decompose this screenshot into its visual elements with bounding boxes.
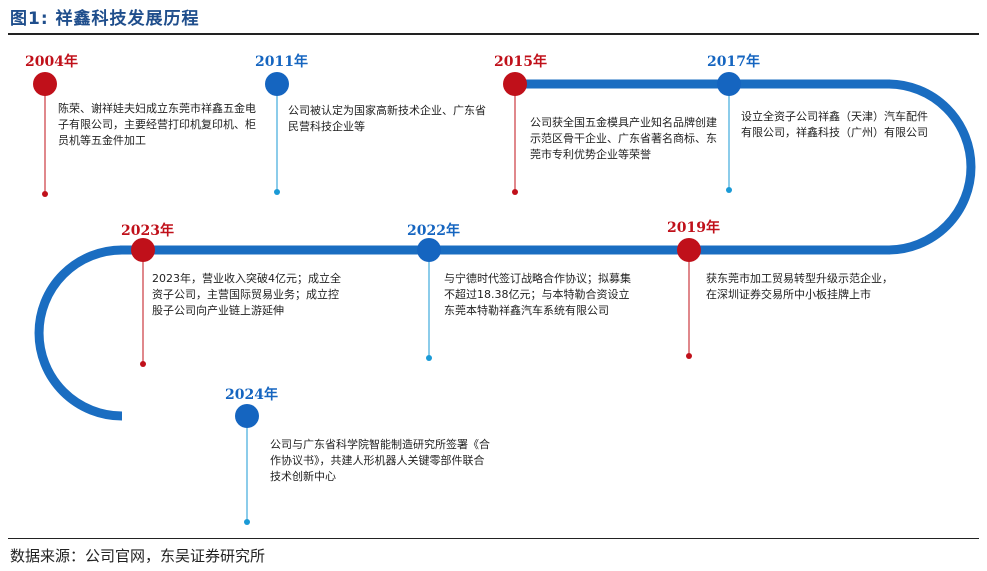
year-label-2017: 2017年 — [707, 54, 760, 70]
milestone-text-2022: 与宁德时代签订战略合作协议；拟募集不超过18.38亿元；与本特勒合资设立东莞本特… — [444, 272, 631, 317]
milestone-text-2023: 2023年，营业收入突破4亿元；成立全资子公司，主营国际贸易业务；成立控股子公司… — [152, 272, 341, 317]
top-rule — [8, 33, 979, 35]
bottom-rule — [8, 538, 979, 539]
milestone-text-2017: 设立全资子公司祥鑫（天津）汽车配件有限公司，祥鑫科技（广州）有限公司 — [741, 110, 928, 139]
milestone-text-2004: 陈荣、谢祥娃夫妇成立东莞市祥鑫五金电子有限公司，主要经营打印机复印机、柜员机等五… — [58, 102, 256, 147]
markers — [33, 72, 741, 428]
connectors — [42, 92, 732, 525]
milestone-text-2011: 公司被认定为国家高新技术企业、广东省民营科技企业等 — [288, 104, 486, 133]
year-label-2019: 2019年 — [667, 220, 720, 236]
figure-title: 图1: 祥鑫科技发展历程 — [10, 9, 200, 29]
marker-2015 — [503, 72, 527, 96]
track-curve-right — [887, 79, 976, 255]
year-label-2024: 2024年 — [225, 387, 278, 403]
marker-2023 — [131, 238, 155, 262]
milestone-text-2024: 公司与广东省科学院智能制造研究所签署《合作协议书》，共建人形机器人关键零部件联合… — [270, 438, 490, 483]
marker-2017 — [717, 72, 741, 96]
year-label-2015: 2015年 — [494, 54, 547, 70]
milestone-text-2015: 公司获全国五金模具产业知名品牌创建示范区骨干企业、广东省著名商标、东莞市专利优势… — [530, 116, 717, 161]
year-label-2004: 2004年 — [25, 54, 78, 70]
track-curve-left — [34, 245, 123, 421]
marker-2004 — [33, 72, 57, 96]
milestone-text-2019: 获东莞市加工贸易转型升级示范企业，在深圳证券交易所中小板挂牌上市 — [706, 272, 893, 301]
year-label-2011: 2011年 — [255, 54, 308, 70]
year-label-2023: 2023年 — [121, 223, 174, 239]
marker-2019 — [677, 238, 701, 262]
marker-2022 — [417, 238, 441, 262]
marker-2024 — [235, 404, 259, 428]
year-label-2022: 2022年 — [407, 223, 460, 239]
marker-2011 — [265, 72, 289, 96]
source-note: 数据来源：公司官网，东吴证券研究所 — [10, 547, 266, 565]
